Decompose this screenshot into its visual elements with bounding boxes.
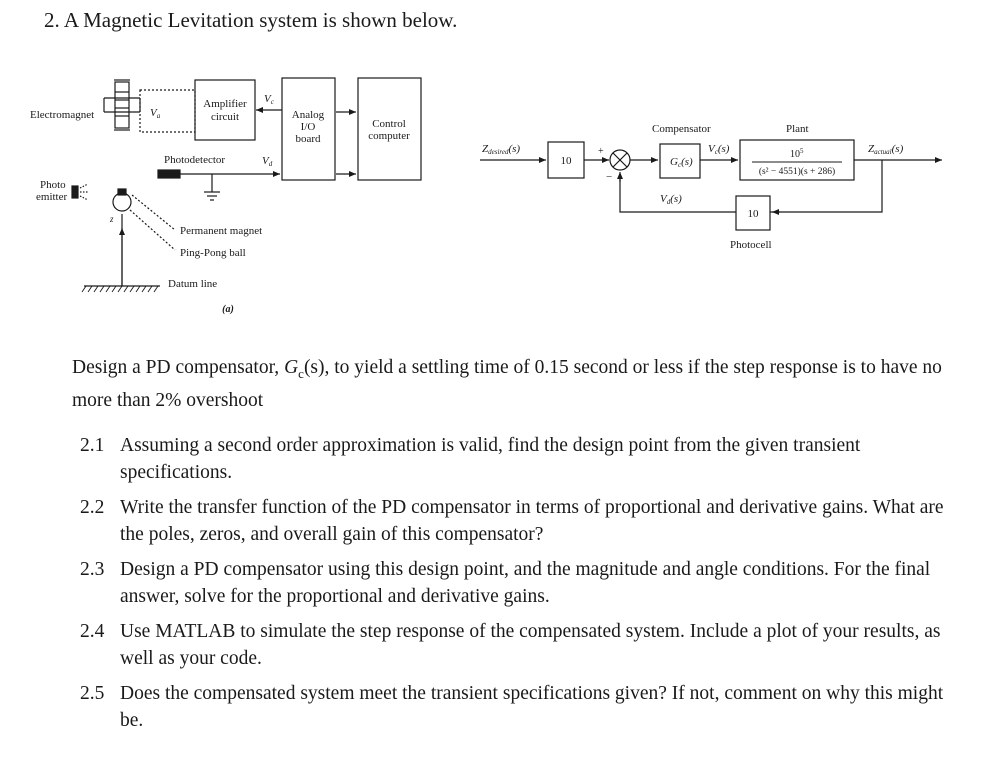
subquestion-item: 2.2 Write the transfer function of the P… [80, 494, 960, 548]
subquestion-item: 2.3 Design a PD compensator using this d… [80, 556, 960, 610]
figures: Electromagnet Va Amplifier circuit Vc An… [30, 77, 942, 315]
ping-pong-ball [112, 192, 132, 212]
label-input-gain: 10 [561, 155, 573, 167]
label-plant: Plant [786, 123, 809, 135]
label-analog-2: I/O [301, 121, 316, 133]
label-z: z [109, 214, 114, 224]
subquestion-text: Assuming a second order approximation is… [120, 435, 861, 483]
subquestion-list: 2.1 Assuming a second order approximatio… [80, 432, 960, 742]
electromagnet-coil [103, 79, 141, 131]
label-plant-den: (s² − 4551)(s + 286) [759, 166, 835, 177]
maglev-schematic [71, 77, 422, 293]
subquestion-item: 2.1 Assuming a second order approximatio… [80, 432, 960, 486]
label-vc: Vc [264, 93, 275, 106]
block-diagram [480, 139, 942, 231]
subquestion-item: 2.4 Use MATLAB to simulate the step resp… [80, 618, 960, 672]
label-photo: Photo [40, 179, 66, 191]
label-feedback-gain: 10 [748, 208, 760, 220]
label-caption-a: (a) [222, 304, 234, 315]
subquestion-text: Design a PD compensator using this desig… [120, 559, 931, 607]
label-datum: Datum line [168, 278, 217, 290]
problem-statement: Design a PD compensator, Gc(s), to yield… [72, 357, 942, 411]
subquestion-number: 2.5 [80, 683, 105, 704]
permanent-magnet [117, 188, 127, 196]
label-plus: + [598, 146, 604, 157]
photodetector-bar [157, 169, 181, 179]
subquestion-number: 2.4 [80, 621, 105, 642]
label-photocell: Photocell [730, 239, 772, 251]
question-heading: 2. A Magnetic Levitation system is shown… [44, 8, 458, 32]
analog-io-box [281, 77, 336, 181]
photo-emitter [71, 185, 79, 199]
label-analog-1: Analog [292, 109, 325, 121]
label-z-desired: Zdesired(s) [482, 143, 520, 156]
label-photodetector: Photodetector [164, 154, 225, 166]
label-va: Va [150, 107, 161, 120]
subquestion-item: 2.5 Does the compensated system meet the… [80, 680, 960, 734]
label-vc-s: Vc(s) [708, 143, 730, 156]
label-amplifier-1: Amplifier [203, 98, 247, 110]
subquestion-text: Does the compensated system meet the tra… [120, 683, 944, 731]
label-amplifier-2: circuit [211, 111, 239, 123]
label-minus: − [606, 171, 612, 183]
label-control-2: computer [368, 130, 410, 142]
label-z-actual: Zactual(s) [868, 143, 904, 156]
label-control-1: Control [372, 118, 406, 130]
subquestion-number: 2.2 [80, 497, 105, 518]
label-vd: Vd [262, 155, 273, 168]
subquestion-text: Use MATLAB to simulate the step response… [120, 621, 941, 669]
feedback-gain-block [735, 195, 771, 231]
label-ping-pong: Ping-Pong ball [180, 247, 246, 259]
va-enclosure [139, 89, 196, 133]
subquestion-number: 2.1 [80, 435, 105, 456]
label-emitter: emitter [36, 191, 67, 203]
control-computer-box [357, 77, 422, 181]
label-gc: Gc(s) [670, 156, 693, 169]
compensator-block [659, 143, 701, 179]
label-vd-s: Vd(s) [660, 193, 682, 206]
label-analog-3: board [295, 133, 321, 145]
subquestion-number: 2.3 [80, 559, 105, 580]
label-permanent-magnet: Permanent magnet [180, 225, 262, 237]
amplifier-box [194, 79, 256, 141]
label-electromagnet: Electromagnet [30, 109, 94, 121]
subquestion-text: Write the transfer function of the PD co… [120, 497, 944, 545]
label-compensator: Compensator [652, 123, 711, 135]
label-plant-num: 105 [790, 147, 804, 160]
